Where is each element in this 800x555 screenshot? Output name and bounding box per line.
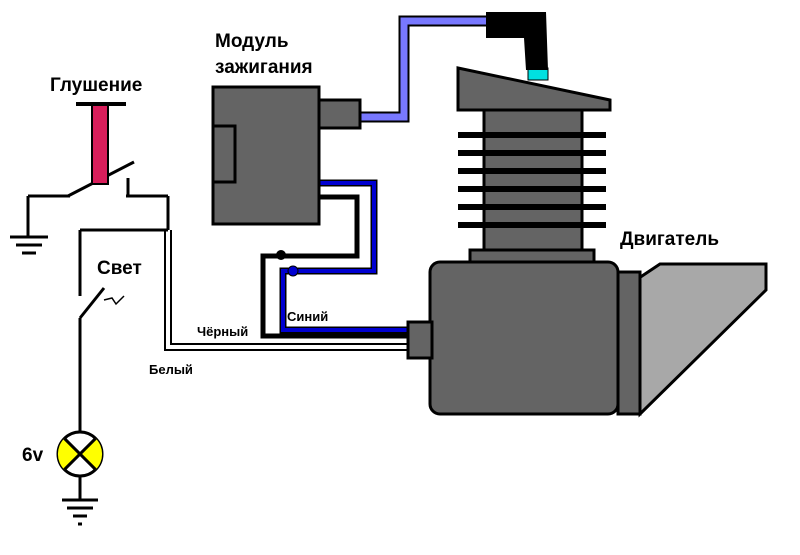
lamp-voltage-label: 6v <box>22 445 44 466</box>
kill-button-icon <box>91 103 109 185</box>
light-switch-label: Свет <box>97 258 142 279</box>
black-wire <box>260 194 408 339</box>
ignition-module <box>211 85 362 226</box>
ignition-module-label-line2: зажигания <box>215 57 313 78</box>
white-wire <box>164 230 408 351</box>
engine <box>406 66 768 418</box>
kill-switch-label: Глушение <box>50 75 142 96</box>
ground-symbol-lamp <box>62 476 98 526</box>
white-wire-label: Белый <box>149 362 193 377</box>
ignition-module-label-line1: Модуль <box>215 31 289 52</box>
cooling-fins <box>458 132 606 228</box>
black-wire-label: Чёрный <box>197 324 248 339</box>
blue-wire-label: Синий <box>287 309 328 324</box>
hv-lead <box>360 15 490 123</box>
lamp-icon <box>56 430 104 478</box>
spark-plug-icon <box>486 12 549 81</box>
ground-symbol-kill <box>10 196 48 255</box>
kill-switch <box>28 102 168 198</box>
light-switch-circuit <box>78 196 170 432</box>
engine-label: Двигатель <box>620 229 719 250</box>
blue-wire <box>279 179 408 334</box>
